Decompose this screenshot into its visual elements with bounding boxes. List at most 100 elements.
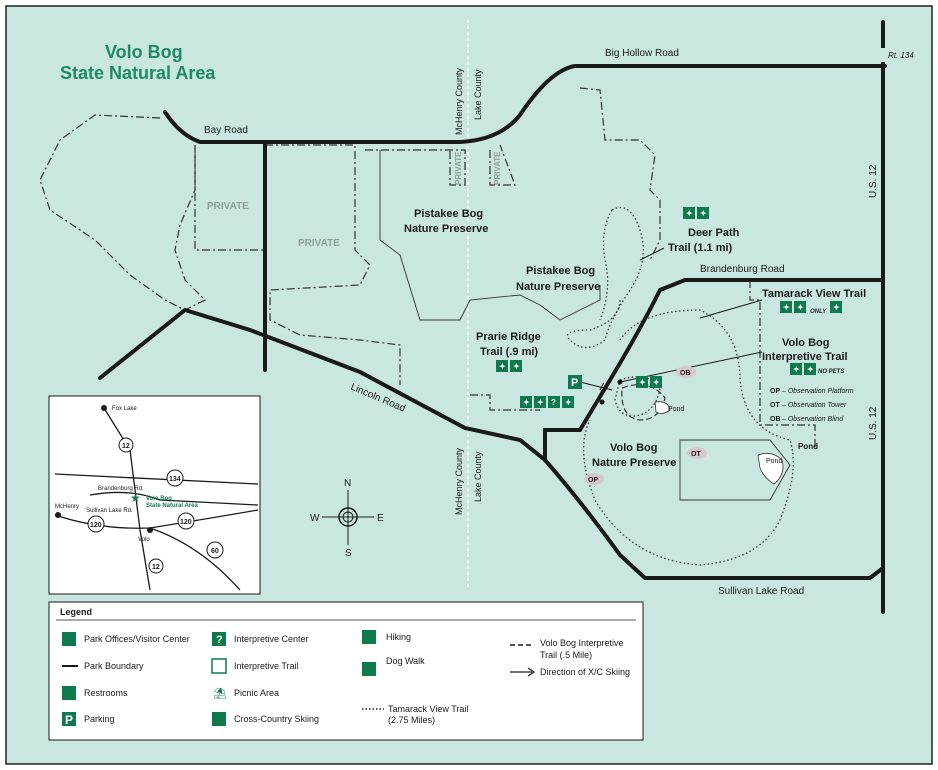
svg-text:✦: ✦	[700, 209, 707, 218]
svg-text:Sullivan Lake Rd.: Sullivan Lake Rd.	[86, 508, 133, 514]
park-boundaries	[39, 87, 816, 450]
restrooms-icon	[62, 686, 76, 700]
pistakee-label-1: Pistakee Bog Nature Preserve	[404, 208, 488, 235]
hiking-icon	[362, 630, 376, 644]
svg-text:– Observation Blind: – Observation Blind	[781, 416, 844, 423]
svg-text:134: 134	[169, 476, 181, 483]
roads	[98, 20, 887, 614]
pond-large	[757, 452, 784, 485]
volo-preserve-label: Volo Bog Nature Preserve	[592, 442, 676, 469]
no-pets-label: NO PETS	[818, 369, 844, 375]
svg-text:?: ?	[216, 634, 223, 646]
svg-text:Pistakee Bog: Pistakee Bog	[414, 208, 483, 220]
lake-county-label-top: Lake County	[473, 69, 483, 120]
svg-text:?: ?	[551, 398, 556, 407]
svg-text:State Natural Area: State Natural Area	[60, 63, 216, 83]
private-area-label: PRIVATE	[454, 151, 463, 185]
svg-text:N: N	[344, 478, 351, 489]
map-title: Volo Bog State Natural Area	[60, 42, 216, 83]
mchenry-county-label-bottom: McHenry County	[454, 447, 464, 515]
legend-heading: Legend	[60, 607, 92, 617]
svg-text:Volo Bog: Volo Bog	[146, 496, 172, 502]
svg-text:Park Offices/Visitor Center: Park Offices/Visitor Center	[84, 634, 190, 644]
svg-text:Volo Bog: Volo Bog	[610, 442, 657, 454]
hiking-icon: ✦	[496, 360, 508, 372]
svg-text:Nature Preserve: Nature Preserve	[516, 281, 600, 293]
star-icon: ★	[130, 491, 141, 505]
svg-text:– Observation Platform: – Observation Platform	[781, 388, 854, 395]
pond-small	[654, 401, 671, 414]
trails	[566, 206, 794, 566]
svg-text:P: P	[65, 713, 73, 727]
us12-label-bottom: U.S. 12	[868, 406, 879, 440]
svg-text:OT: OT	[770, 402, 780, 409]
svg-text:OP: OP	[770, 388, 780, 395]
svg-text:W: W	[310, 513, 320, 524]
interp-trail	[621, 384, 666, 421]
pond-label: Pond	[766, 458, 782, 465]
volo-preserve-outline	[679, 439, 791, 501]
svg-text:Interpretive Center: Interpretive Center	[234, 634, 309, 644]
compass-rose: N S E W	[310, 478, 384, 559]
svg-text:Park Boundary: Park Boundary	[84, 661, 144, 671]
rt134-label: Rt. 134	[888, 51, 914, 60]
svg-text:Deer Path: Deer Path	[688, 227, 740, 239]
brandenburg-road-label: Brandenburg Road	[700, 264, 785, 275]
svg-text:Dog Walk: Dog Walk	[386, 656, 425, 666]
parking-icon	[62, 712, 76, 726]
svg-text:✦: ✦	[565, 398, 572, 407]
svg-text:Interpretive Trail: Interpretive Trail	[234, 661, 299, 671]
svg-text:12: 12	[152, 564, 160, 571]
tamarack-only-label: ONLY	[810, 309, 827, 315]
svg-text:OB: OB	[680, 370, 691, 377]
pistakee-boundary	[379, 150, 601, 321]
svg-text:Pistakee Bog: Pistakee Bog	[526, 265, 595, 277]
hiking-icon: ✦	[790, 363, 802, 375]
dog-walk-icon	[362, 662, 376, 676]
restrooms-icon: ✦	[534, 396, 546, 408]
svg-text:Trail (.9 mi): Trail (.9 mi)	[480, 346, 538, 358]
svg-text:120: 120	[180, 519, 192, 526]
svg-text:OT: OT	[691, 451, 701, 458]
xc-ski-icon	[212, 712, 226, 726]
pond-label: Pond	[798, 442, 818, 451]
svg-text:OB: OB	[770, 416, 781, 423]
big-hollow-road-label: Big Hollow Road	[605, 48, 679, 59]
picnic-icon: ✦	[636, 376, 648, 388]
mchenry-county-label-top: McHenry County	[454, 67, 464, 135]
svg-text:✦: ✦	[499, 362, 506, 371]
observation-markers: OB OT OP	[584, 366, 707, 485]
svg-text:Cross-Country Skiing: Cross-Country Skiing	[234, 714, 319, 724]
info-icon: ?	[548, 396, 560, 408]
xc-ski-icon: ✦	[794, 301, 806, 313]
svg-text:Fox Lake: Fox Lake	[112, 406, 137, 412]
svg-text:Volo Bog: Volo Bog	[105, 42, 183, 62]
tamarack-trail-label: Tamarack View Trail	[762, 288, 866, 300]
prairie-ridge-trail-label: Prarie Ridge Trail (.9 mi)	[476, 331, 541, 358]
svg-text:✦: ✦	[653, 378, 660, 387]
svg-text:Prarie Ridge: Prarie Ridge	[476, 331, 541, 343]
svg-text:✦: ✦	[523, 398, 530, 407]
svg-text:Volo Bog Interpretive: Volo Bog Interpretive	[540, 638, 624, 648]
restrooms-icon: ✦	[650, 376, 662, 388]
svg-text:Nature Preserve: Nature Preserve	[592, 457, 676, 469]
picnic-icon	[212, 686, 226, 700]
svg-text:Brandenburg Rd.: Brandenburg Rd.	[98, 486, 144, 492]
svg-text:✦: ✦	[807, 365, 814, 374]
svg-text:12: 12	[122, 443, 130, 450]
deer-path-trail-label: Deer Path Trail (1.1 mi)	[668, 227, 740, 254]
svg-text:120: 120	[90, 522, 102, 529]
svg-text:✦: ✦	[783, 303, 790, 312]
svg-text:E: E	[377, 513, 384, 524]
svg-text:⛱: ⛱	[213, 687, 227, 700]
sullivan-lake-road-label: Sullivan Lake Road	[718, 586, 804, 597]
accessible-icon: ✦	[520, 396, 532, 408]
svg-text:OP: OP	[588, 477, 598, 484]
svg-text:Interpretive Trail: Interpretive Trail	[762, 351, 848, 363]
svg-text:Direction of X/C Skiing: Direction of X/C Skiing	[540, 667, 630, 677]
svg-text:✦: ✦	[686, 209, 693, 218]
svg-text:✦: ✦	[537, 398, 544, 407]
private-area-label: PRIVATE	[207, 201, 249, 212]
park-office-icon	[62, 632, 76, 646]
svg-text:McHenry: McHenry	[55, 504, 79, 510]
